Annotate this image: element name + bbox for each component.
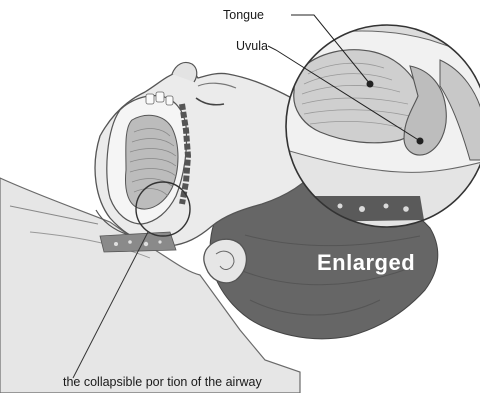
tongue-label: Tongue	[223, 8, 264, 22]
ear	[204, 239, 247, 283]
uvula-label: Uvula	[236, 39, 268, 53]
neck-tissue	[100, 232, 176, 252]
caption-label: the collapsible por tion of the airway	[63, 375, 262, 389]
enlarged-label: Enlarged	[317, 250, 415, 275]
